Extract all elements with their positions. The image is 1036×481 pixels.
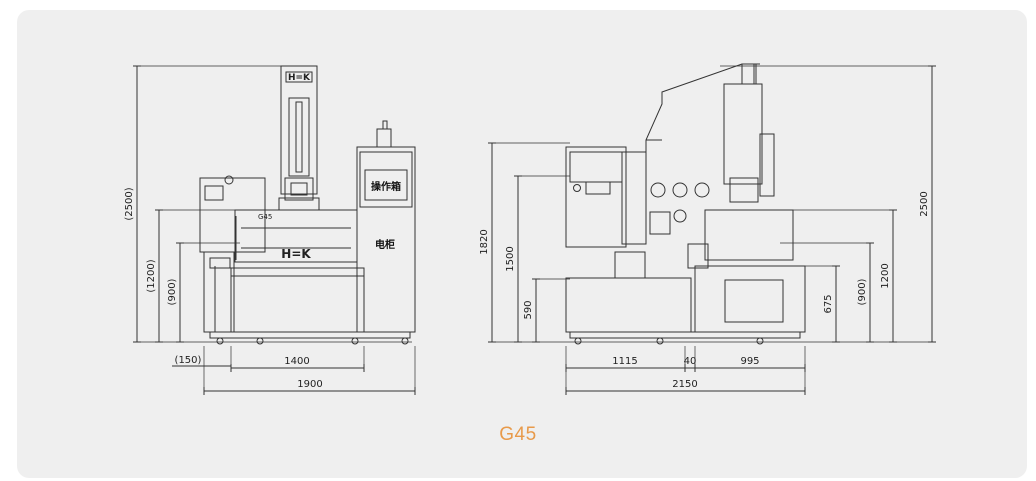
cabinet-label: 电柜 [375,238,395,251]
dim-1400: 1400 [284,356,309,367]
dim-1115: 1115 [612,356,637,367]
drawing-card [17,10,1027,478]
model-badge: G45 [258,213,272,221]
side-view [490,63,935,394]
control-box-label: 操作箱 [371,180,401,193]
dim-1820: 1820 [479,229,490,254]
dim-1900: 1900 [297,379,322,390]
model-caption: G45 [499,424,537,445]
dim-1500: 1500 [505,246,516,271]
dim-1200-side: 1200 [880,263,891,288]
dim-995: 995 [740,356,759,367]
dim-900-side: (900) [857,278,868,305]
dim-590: 590 [523,300,534,319]
dim-40: 40 [684,356,697,367]
dim-900-front: (900) [167,278,178,305]
dim-2500-front: (2500) [124,187,135,220]
dim-150: (150) [175,355,202,366]
logo-top: H=K [288,73,311,83]
dim-1200-front: (1200) [146,259,157,292]
dim-675: 675 [823,294,834,313]
logo-panel: H=K [281,247,311,261]
front-view [134,65,416,394]
dim-2500-side: 2500 [919,191,930,216]
dim-2150: 2150 [672,379,697,390]
